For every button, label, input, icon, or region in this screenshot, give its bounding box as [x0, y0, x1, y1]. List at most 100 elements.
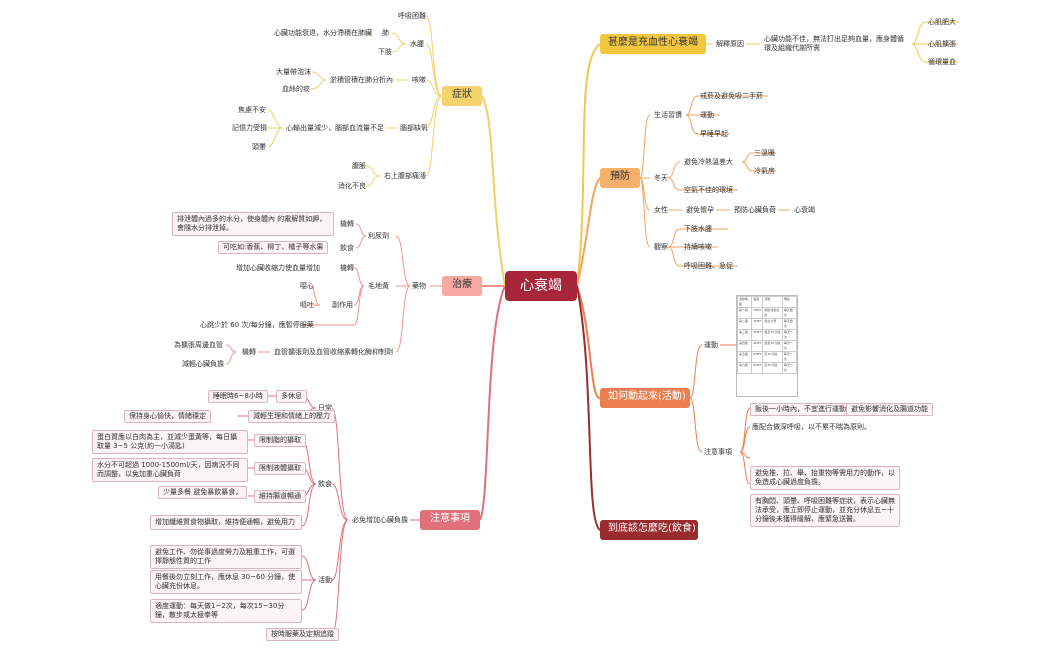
- node-activity-care[interactable]: 活動: [318, 576, 332, 584]
- node-observe[interactable]: 觀察: [654, 243, 668, 251]
- node-cough-2[interactable]: 血絲的痰: [282, 85, 310, 93]
- node-observe-1[interactable]: 下肢水腫: [684, 225, 712, 233]
- node-reduce-load[interactable]: 必免增加心臟負擔: [352, 516, 408, 524]
- node-brain-hypoxia[interactable]: 腦部缺氧: [400, 124, 428, 132]
- node-cause-1[interactable]: 心肌肥大: [928, 18, 956, 26]
- node-diuretic-mech-label[interactable]: 機轉: [340, 220, 354, 228]
- table-cell: 第四級: [737, 340, 753, 352]
- node-leg[interactable]: 下肢: [378, 48, 392, 56]
- node-bowel-item[interactable]: 少量多餐 避免暴飲暴食，: [158, 486, 248, 499]
- node-abd-2[interactable]: 消化不良: [338, 182, 366, 190]
- node-note-1b[interactable]: 避免影響消化及腸道功能: [846, 403, 933, 416]
- node-low-output[interactable]: 心輸出量減少，腦部血流量不足: [286, 124, 384, 132]
- node-acei-2[interactable]: 減輕心臟負擔: [182, 360, 224, 368]
- node-bad-air[interactable]: 空氣不佳的環境: [684, 186, 733, 194]
- node-diuretic[interactable]: 利尿劑: [368, 232, 389, 240]
- node-stress[interactable]: 減輕生理和情緒上的壓力: [248, 410, 335, 423]
- table-row: 第六級 6MET 走30分鐘 每天一次: [737, 362, 797, 374]
- node-bowel[interactable]: 維持腸道暢通: [254, 490, 306, 503]
- node-cause-3[interactable]: 循環量血: [928, 58, 956, 66]
- node-note-2[interactable]: 應配合做深呼吸，以不累不喘為原則。: [752, 423, 871, 431]
- table-row: 第三級 3MET 慢走10分鐘 每天一次: [737, 329, 797, 341]
- node-habit-2[interactable]: 運動: [700, 111, 714, 119]
- node-brain-1[interactable]: 焦慮不安: [238, 106, 266, 114]
- node-avoid-cold[interactable]: 避免冷熱溫差大: [684, 158, 733, 166]
- table-cell: 3MET: [751, 329, 764, 341]
- node-observe-3[interactable]: 呼吸困難、急促: [684, 262, 733, 270]
- node-activity-notes[interactable]: 注意事項: [704, 448, 732, 456]
- node-acei-1[interactable]: 為擴張周邊血管: [174, 341, 223, 349]
- node-exercise[interactable]: 運動: [704, 341, 718, 349]
- node-cause-2[interactable]: 心肌擴張: [928, 40, 956, 48]
- node-diuretic-mech[interactable]: 排泄體內過多的水分，使身體內 的電解質如鉀，會隨水分排泄掉。: [172, 212, 334, 236]
- node-brain-2[interactable]: 記憶力受損: [232, 124, 267, 132]
- node-brain-3[interactable]: 頭暈: [252, 143, 266, 151]
- node-followup[interactable]: 按時服藥及定期追蹤: [266, 628, 339, 641]
- node-dig-mech[interactable]: 增加心臟收縮力使血量增加: [236, 264, 320, 272]
- node-note-1[interactable]: 飯後一小時內，不宜進行運動: [750, 403, 851, 416]
- table-cell: 每天一次: [781, 340, 797, 352]
- node-edema[interactable]: 水腫: [410, 40, 424, 48]
- node-rest[interactable]: 多休息: [276, 390, 307, 403]
- node-note-4[interactable]: 有胸悶、頭暈、呼吸困難等症狀，表示心臟無法承受，應立即停止運動，並充分休息五~十…: [750, 494, 900, 527]
- center-topic[interactable]: 心衰竭: [505, 271, 577, 301]
- branch-activity[interactable]: 如何動起來(活動): [600, 388, 690, 408]
- node-congestion[interactable]: 淤積管積在肺分析內: [330, 76, 393, 84]
- node-avoid-pregnancy[interactable]: 避免懷孕: [686, 206, 714, 214]
- node-hr-warning[interactable]: 心跳少於 60 次/每分鐘，應暫停服藥: [200, 321, 314, 329]
- node-note-3[interactable]: 避免推、拉、舉、抬重物等需用力的動作，以免造成心臟過度負擔。: [750, 466, 900, 490]
- table-cell: 第三級: [737, 329, 753, 341]
- node-act-1[interactable]: 避免工作、勿從事過度勞力及粗重工作，可選擇靜態性質的工作: [150, 545, 302, 569]
- node-cold-2[interactable]: 冷氣房: [754, 167, 775, 175]
- branch-definition[interactable]: 甚麼是充血性心衰竭: [600, 34, 706, 54]
- node-fat-item[interactable]: 蛋白質應以白肉為主，並減少蛋黃等，每日攝取量 3~5 公克(約一小湯匙): [92, 430, 248, 454]
- node-cough-1[interactable]: 大量帶泡沫: [276, 68, 311, 76]
- node-side-1[interactable]: 噁心: [300, 282, 314, 290]
- branch-precautions[interactable]: 注意事項: [420, 510, 480, 530]
- node-habit-1[interactable]: 戒菸及避免吸二手菸: [700, 92, 763, 100]
- node-side-effects[interactable]: 副作用: [332, 301, 353, 309]
- branch-treatment[interactable]: 治療: [442, 276, 482, 296]
- node-fiber[interactable]: 增加纖維質食物攝取，維持便通暢，避免用力: [150, 515, 302, 530]
- node-stress-item[interactable]: 保持身心愉快，情緒穩定: [124, 410, 211, 423]
- node-act-2[interactable]: 用餐後勿立刻工作，應休息 30~60 分鐘，使心臟充份休息。: [150, 570, 302, 594]
- table-row: 第四級 4MET 慢走20分鐘 每天一次: [737, 340, 797, 352]
- node-act-3[interactable]: 適度運動：每天做1~2次，每次15~30分鐘，散步或太極拳等: [150, 599, 302, 623]
- node-lifestyle[interactable]: 生活習慣: [654, 111, 682, 119]
- node-cough[interactable]: 咳嗽: [412, 76, 426, 84]
- node-edema-cause[interactable]: 心臟功能衰退，水分滯積在肺臟: [274, 29, 372, 37]
- node-side-2[interactable]: 嘔吐: [300, 301, 314, 309]
- branch-diet[interactable]: 到底該怎麼吃(飲食): [600, 520, 698, 540]
- node-diuretic-diet[interactable]: 可吃如:香蕉、柳丁、橘子等水果: [218, 241, 329, 254]
- node-hf[interactable]: 心衰竭: [794, 206, 815, 214]
- node-dig-mech-label[interactable]: 機轉: [340, 264, 354, 272]
- node-daily[interactable]: 日常: [318, 404, 332, 412]
- node-sleep[interactable]: 睡眠時6~8小時: [208, 390, 268, 403]
- table-cell: 5MET: [751, 351, 764, 363]
- node-women[interactable]: 女性: [654, 206, 668, 214]
- node-explain-cause[interactable]: 解釋原因: [716, 40, 744, 48]
- node-lung[interactable]: 肺: [382, 29, 389, 37]
- node-medication[interactable]: 藥物: [412, 282, 426, 290]
- node-digitalis[interactable]: 毛地黃: [368, 282, 389, 290]
- node-prevent-burden[interactable]: 預防心臟負荷: [734, 206, 776, 214]
- node-observe-2[interactable]: 持續咳嗽: [684, 243, 712, 251]
- node-fluid-item[interactable]: 水分不可超過 1000-1500ml/天，因病況不同而調整，以免加重心臟負荷: [92, 458, 248, 482]
- node-diuretic-diet-label[interactable]: 飲食: [340, 244, 354, 252]
- node-acei[interactable]: 血管擴張劑及血管收縮素轉化酶抑制劑: [274, 348, 393, 356]
- branch-symptoms[interactable]: 症狀: [442, 86, 482, 106]
- node-winter[interactable]: 冬天: [654, 174, 668, 182]
- node-explain-text[interactable]: 心臟功能不佳，無法打出足夠血量，應身體循環及組織代謝所需: [764, 35, 904, 52]
- table-cell: 第二級: [737, 318, 753, 330]
- node-cold-1[interactable]: 三溫暖: [754, 149, 775, 157]
- node-diet-care[interactable]: 飲食: [318, 480, 332, 488]
- node-habit-3[interactable]: 早睡早起: [700, 130, 728, 138]
- node-acei-mech-label[interactable]: 機轉: [242, 348, 256, 356]
- branch-prevention[interactable]: 預防: [600, 168, 640, 188]
- node-limit-fat[interactable]: 限制脂的攝取: [254, 434, 306, 447]
- table-row: 第五級 5MET 走30分鐘 每天一次: [737, 351, 797, 363]
- node-abd-1[interactable]: 腹脹: [352, 162, 366, 170]
- node-abdomen[interactable]: 右上腹部痛漲: [384, 172, 426, 180]
- node-dyspnea[interactable]: 呼吸困難: [398, 12, 426, 20]
- node-limit-fluid[interactable]: 限制液體攝取: [254, 462, 306, 475]
